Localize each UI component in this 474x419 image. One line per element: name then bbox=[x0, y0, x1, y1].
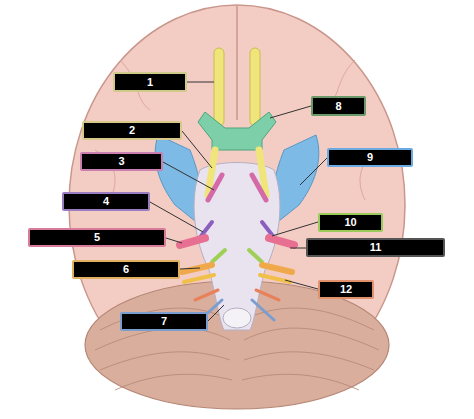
callout-box: 5 bbox=[28, 228, 166, 247]
cerebellum-folia bbox=[95, 308, 379, 390]
medulla-section bbox=[223, 308, 251, 328]
leader-line bbox=[270, 106, 311, 118]
right-olfactory-tract bbox=[250, 48, 260, 126]
optic-chiasm bbox=[198, 112, 276, 150]
callout-number: 6 bbox=[123, 264, 129, 275]
leader-line bbox=[290, 248, 306, 249]
callout-box: 9 bbox=[327, 148, 413, 167]
callout-box: 10 bbox=[318, 213, 383, 232]
leader-line bbox=[208, 305, 224, 321]
callout-box: 4 bbox=[62, 192, 150, 211]
vestibulocochlear-nerves bbox=[184, 275, 290, 282]
callout-number: 5 bbox=[94, 232, 100, 243]
leader-line bbox=[285, 280, 318, 289]
callout-box: 11 bbox=[306, 238, 445, 257]
callout-box: 12 bbox=[318, 280, 374, 299]
abducens-nerves bbox=[212, 250, 262, 262]
callout-box: 2 bbox=[82, 121, 182, 140]
leader-line bbox=[187, 82, 214, 83]
callout-box: 8 bbox=[311, 96, 366, 116]
glossopharyngeal-nerves bbox=[195, 290, 279, 300]
callout-number: 2 bbox=[129, 125, 135, 136]
leader-line bbox=[300, 158, 327, 185]
oculomotor-nerves bbox=[208, 175, 266, 200]
leader-line bbox=[163, 162, 214, 190]
left-olfactory-tract bbox=[214, 48, 224, 126]
leader-line bbox=[272, 222, 318, 236]
longitudinal-fissure bbox=[236, 6, 238, 120]
callout-box: 3 bbox=[80, 152, 163, 171]
callout-number: 4 bbox=[103, 196, 109, 207]
callout-box: 7 bbox=[120, 312, 208, 331]
vagus-nerves bbox=[200, 300, 274, 320]
callout-number: 11 bbox=[370, 242, 382, 253]
trochlear-nerves bbox=[198, 222, 276, 240]
callout-number: 9 bbox=[367, 152, 373, 163]
callout-number: 7 bbox=[161, 316, 167, 327]
leader-line bbox=[180, 268, 200, 269]
callout-number: 12 bbox=[340, 284, 352, 295]
callout-number: 8 bbox=[335, 101, 341, 112]
leader-line bbox=[166, 238, 182, 243]
callout-number: 10 bbox=[344, 217, 356, 228]
leader-line bbox=[182, 131, 212, 168]
callout-box: 1 bbox=[113, 72, 187, 92]
trigeminal-nerves bbox=[180, 238, 294, 245]
callout-box: 6 bbox=[72, 260, 180, 279]
callout-number: 1 bbox=[147, 77, 153, 88]
callout-number: 3 bbox=[118, 156, 124, 167]
